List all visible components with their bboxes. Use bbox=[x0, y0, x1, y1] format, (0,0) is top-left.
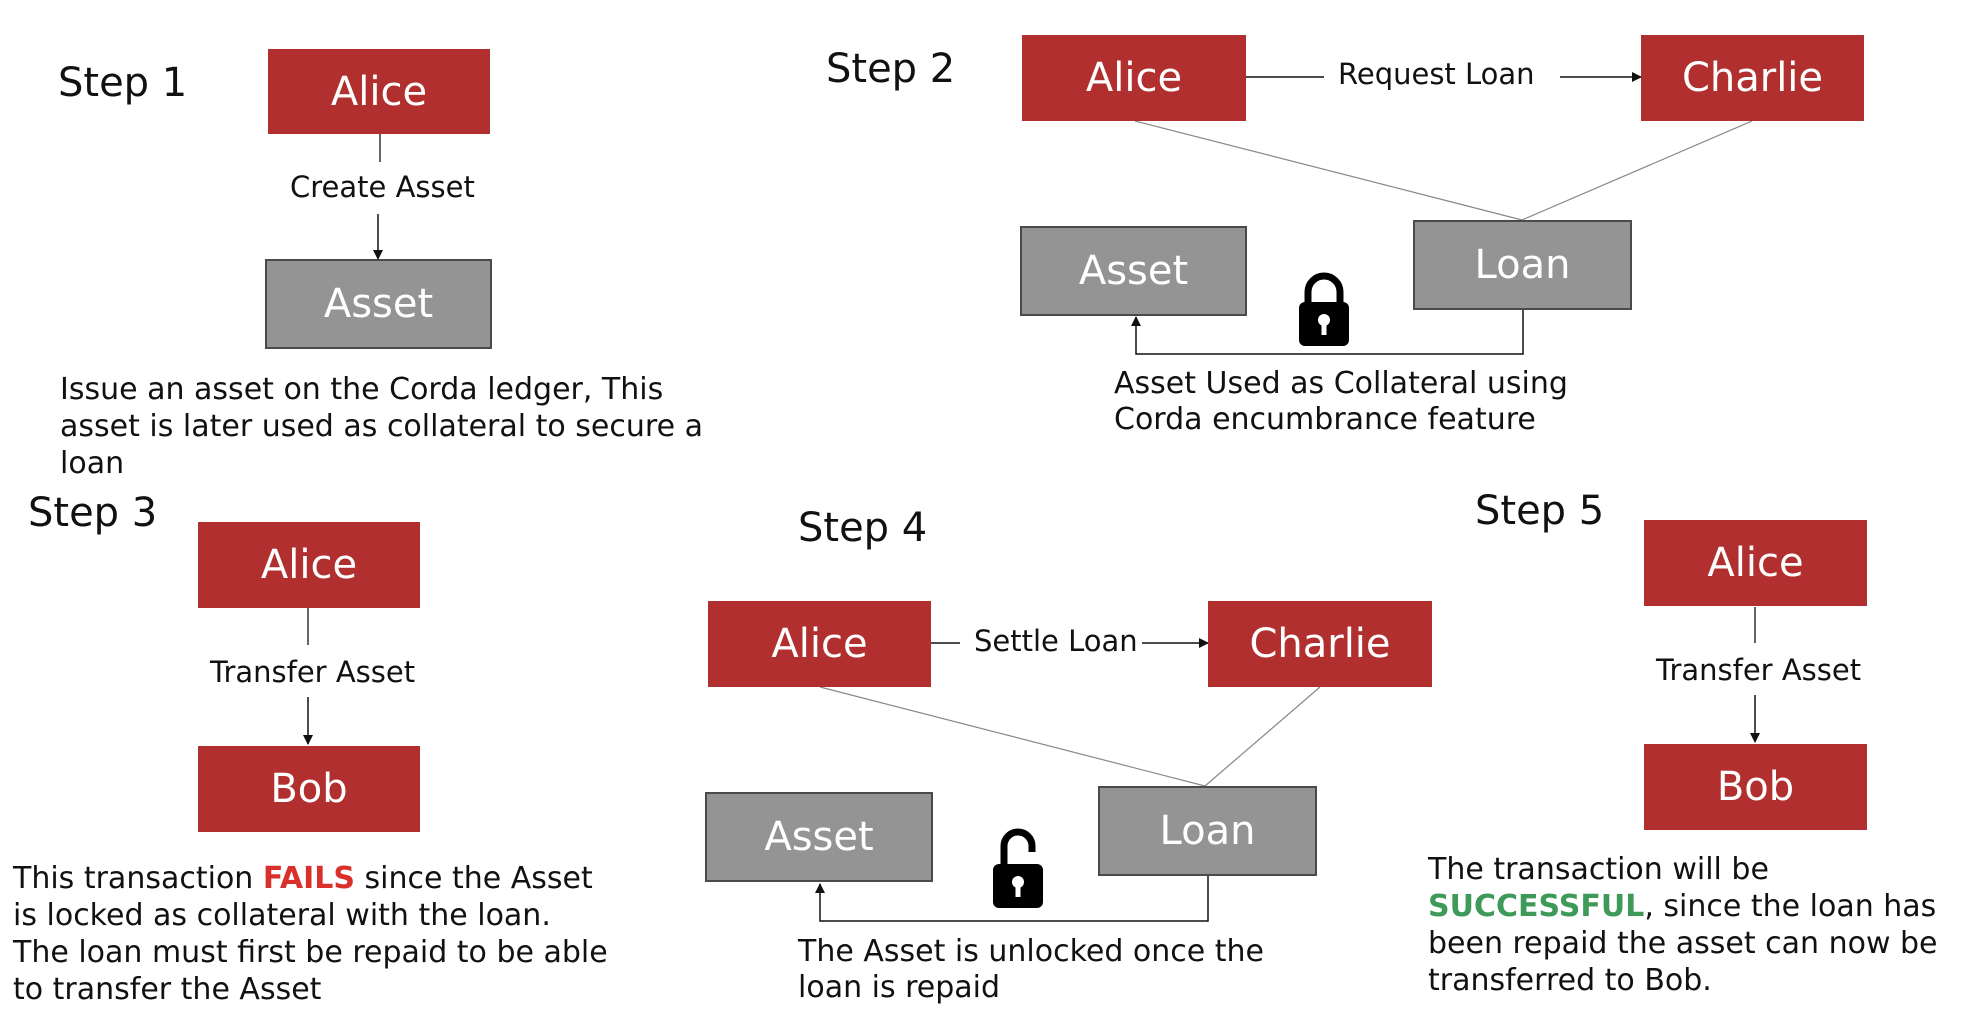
step5-edge-label: Transfer Asset bbox=[1652, 656, 1866, 685]
step2-edge-label: Request Loan bbox=[1334, 60, 1539, 89]
step4-description: The Asset is unlocked once the loan is r… bbox=[798, 934, 1264, 1006]
step1-edge-label: Create Asset bbox=[286, 173, 479, 202]
step1-description: Issue an asset on the Corda ledger, This… bbox=[60, 372, 703, 481]
step2-link-charlie-loan bbox=[1521, 120, 1753, 221]
step2-link-alice-loan bbox=[1134, 120, 1523, 221]
step2-alice-node: Alice bbox=[1022, 35, 1246, 121]
step4-loan-node: Loan bbox=[1098, 786, 1317, 876]
step2-loan-node: Loan bbox=[1413, 220, 1632, 310]
step2-encumbrance-line bbox=[1131, 309, 1524, 355]
step5-desc-before: The transaction will be bbox=[1428, 852, 1769, 887]
lock-closed-icon bbox=[1299, 272, 1349, 346]
step1-asset-node: Asset bbox=[265, 259, 492, 349]
step5-bob-node: Bob bbox=[1644, 744, 1867, 830]
step5-title: Step 5 bbox=[1475, 488, 1605, 534]
step3-fails-emphasis: FAILS bbox=[262, 861, 355, 896]
step2-charlie-node: Charlie bbox=[1641, 35, 1864, 121]
step4-alice-node: Alice bbox=[708, 601, 931, 687]
step2-description-line1: Asset Used as Collateral using bbox=[1114, 366, 1568, 401]
step2-title: Step 2 bbox=[826, 46, 956, 92]
lock-open-icon bbox=[993, 828, 1043, 908]
step4-title: Step 4 bbox=[798, 505, 928, 551]
step2-description-line2: Corda encumbrance feature bbox=[1114, 402, 1536, 437]
step4-description-line2: loan is repaid bbox=[798, 970, 1001, 1005]
step1-alice-node: Alice bbox=[268, 49, 490, 134]
step3-edge-label: Transfer Asset bbox=[206, 658, 420, 687]
step3-description: This transaction FAILS since the Asset i… bbox=[13, 860, 613, 1008]
step4-encumbrance-line bbox=[815, 875, 1209, 922]
step4-description-line1: The Asset is unlocked once the bbox=[798, 934, 1265, 969]
step3-alice-node: Alice bbox=[198, 522, 420, 608]
step5-desc-after: , since the loan has been repaid the ass… bbox=[1428, 889, 1938, 998]
step3-title: Step 3 bbox=[28, 490, 158, 536]
step2-description: Asset Used as Collateral using Corda enc… bbox=[1114, 366, 1568, 438]
step4-link-alice-loan bbox=[819, 686, 1206, 787]
step4-link-charlie-loan bbox=[1204, 686, 1321, 787]
step5-alice-node: Alice bbox=[1644, 520, 1867, 606]
step1-title: Step 1 bbox=[58, 60, 188, 106]
step3-desc-before: This transaction bbox=[13, 861, 263, 896]
step3-bob-node: Bob bbox=[198, 746, 420, 832]
step4-edge-label: Settle Loan bbox=[970, 627, 1142, 656]
step5-successful-emphasis: SUCCESSFUL bbox=[1428, 889, 1645, 924]
step3-desc-after: since the Asset is locked as collateral … bbox=[13, 861, 608, 1007]
step2-asset-node: Asset bbox=[1020, 226, 1247, 316]
step4-charlie-node: Charlie bbox=[1208, 601, 1432, 687]
step5-description: The transaction will be SUCCESSFUL, sinc… bbox=[1428, 851, 1948, 999]
step4-asset-node: Asset bbox=[705, 792, 933, 882]
